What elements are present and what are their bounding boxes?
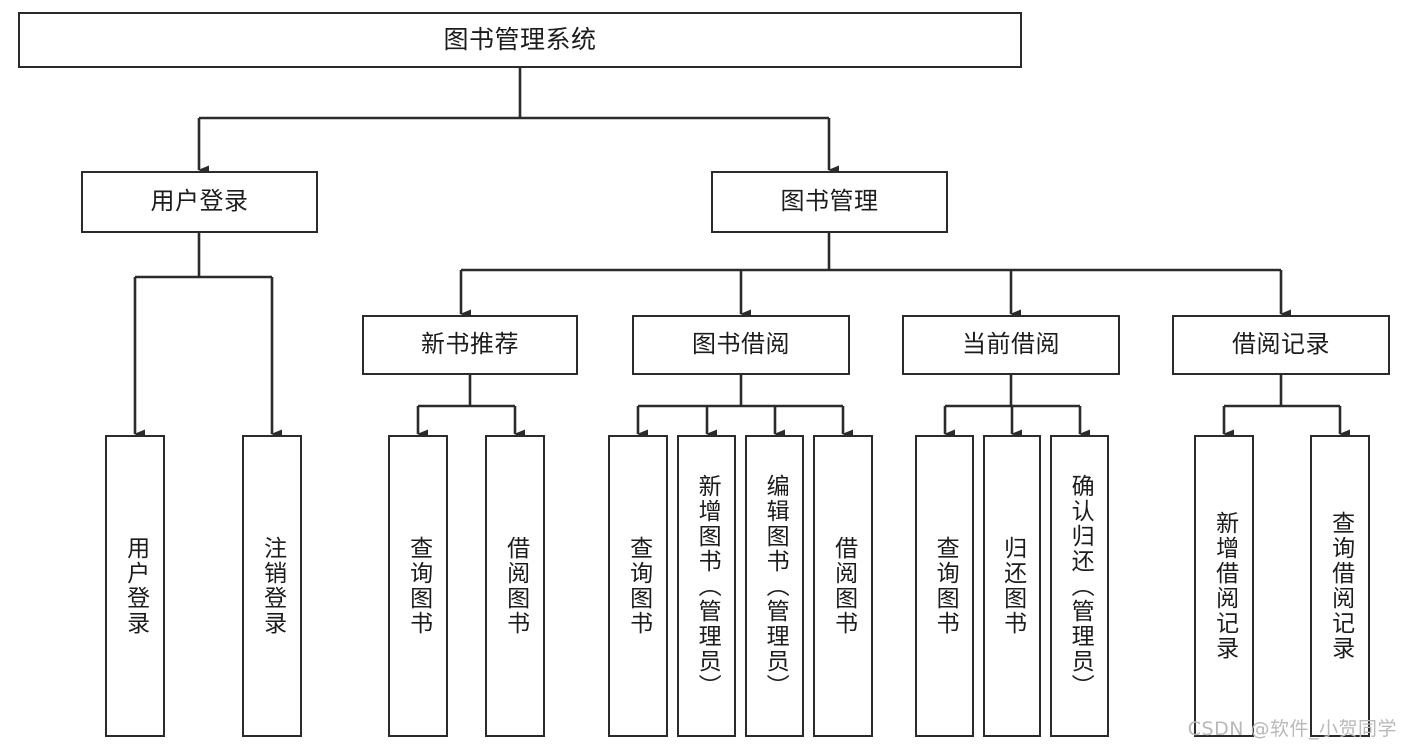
level2-node-1-label: 用户登录 <box>150 187 249 216</box>
leaf-node-4[interactable]: 借阅图书 <box>485 435 545 737</box>
leaf-node-8[interactable]: 借阅图书 <box>813 435 873 737</box>
level3-node-4[interactable]: 借阅记录 <box>1172 315 1390 375</box>
leaf-node-8-label: 借阅图书 <box>830 536 857 636</box>
root-node-book-management-system[interactable]: 图书管理系统 <box>18 12 1022 68</box>
leaf-node-9-label: 查询图书 <box>932 536 959 636</box>
leaf-node-13-label: 查询借阅记录 <box>1327 511 1354 661</box>
leaf-node-10[interactable]: 归还图书 <box>983 435 1041 737</box>
leaf-node-5-label: 查询图书 <box>625 536 652 636</box>
level3-node-3[interactable]: 当前借阅 <box>902 315 1120 375</box>
leaf-node-12[interactable]: 新增借阅记录 <box>1194 435 1254 737</box>
leaf-node-13[interactable]: 查询借阅记录 <box>1310 435 1370 737</box>
leaf-node-11[interactable]: 确认归还（管理员） <box>1050 435 1109 737</box>
level2-node-2[interactable]: 图书管理 <box>711 171 948 233</box>
level3-node-2-label: 图书借阅 <box>692 330 790 359</box>
leaf-node-2[interactable]: 注销登录 <box>242 435 302 737</box>
leaf-node-3[interactable]: 查询图书 <box>388 435 448 737</box>
level3-node-4-label: 借阅记录 <box>1232 330 1330 359</box>
leaf-node-5[interactable]: 查询图书 <box>608 435 668 737</box>
leaf-node-10-label: 归还图书 <box>999 536 1026 636</box>
leaf-node-6[interactable]: 新增图书（管理员） <box>677 435 736 737</box>
level3-node-1[interactable]: 新书推荐 <box>362 315 578 375</box>
level3-node-3-label: 当前借阅 <box>962 330 1060 359</box>
leaf-node-11-label: 确认归还（管理员） <box>1067 473 1094 699</box>
leaf-node-1-label: 用户登录 <box>122 536 149 636</box>
level2-node-2-label: 图书管理 <box>780 187 879 216</box>
level2-node-1[interactable]: 用户登录 <box>81 171 318 233</box>
leaf-node-7-label: 编辑图书（管理员） <box>762 473 789 699</box>
root-node-book-management-system-label: 图书管理系统 <box>443 24 597 54</box>
level3-node-2[interactable]: 图书借阅 <box>632 315 850 375</box>
watermark-text: CSDN @软件_小贺同学 <box>1187 718 1397 740</box>
leaf-node-1[interactable]: 用户登录 <box>105 435 165 737</box>
leaf-node-4-label: 借阅图书 <box>502 536 529 636</box>
leaf-node-6-label: 新增图书（管理员） <box>694 473 721 699</box>
leaf-node-2-label: 注销登录 <box>259 536 286 636</box>
leaf-node-9[interactable]: 查询图书 <box>915 435 974 737</box>
leaf-node-3-label: 查询图书 <box>405 536 432 636</box>
leaf-node-7[interactable]: 编辑图书（管理员） <box>745 435 804 737</box>
leaf-node-12-label: 新增借阅记录 <box>1211 511 1238 661</box>
level3-node-1-label: 新书推荐 <box>421 330 519 359</box>
